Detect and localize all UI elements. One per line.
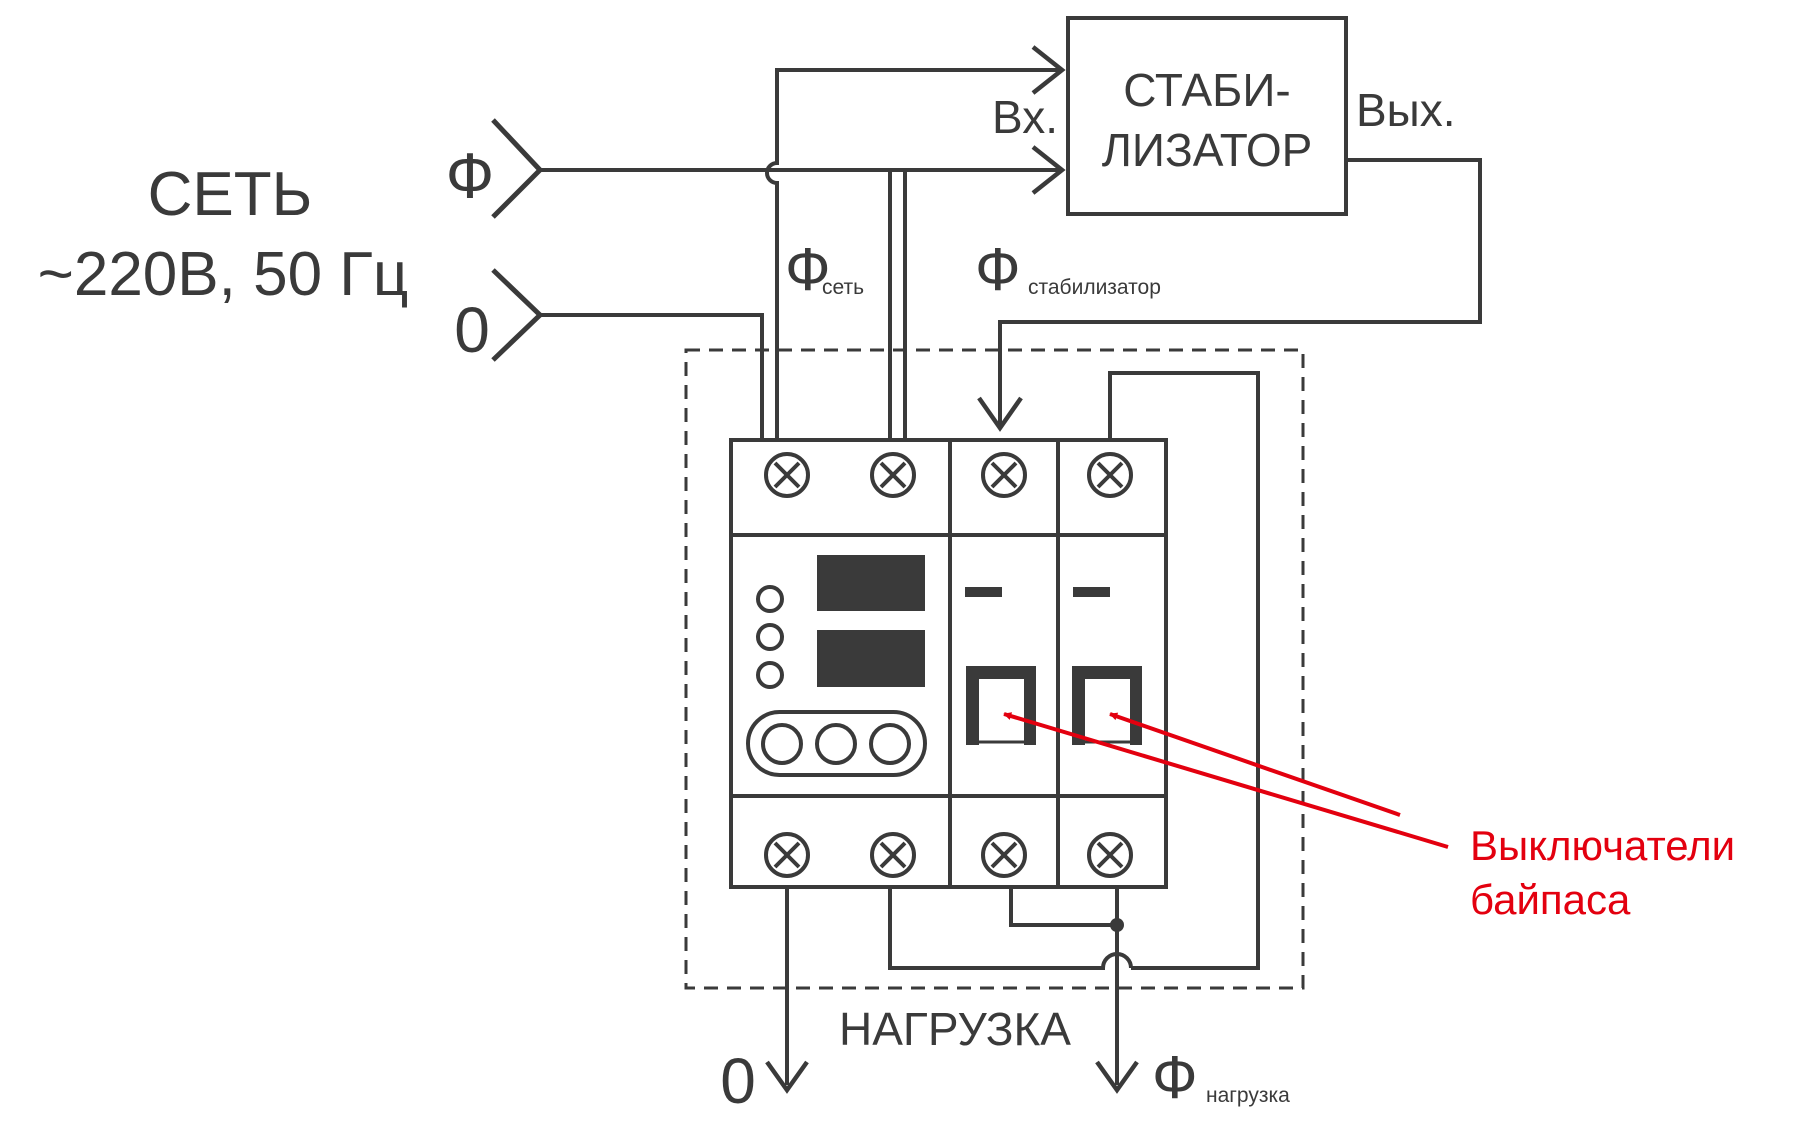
stabilizer-output-label: Вых.: [1356, 84, 1456, 136]
terminal-breaker2-top: [1087, 452, 1133, 498]
relay-led-3: [756, 661, 784, 689]
junction-node: [1110, 918, 1124, 932]
neutral-terminal-symbol: [491, 268, 544, 362]
relay-display-bottom: [817, 630, 925, 687]
terminal-relay-bottom-phase: [870, 832, 916, 878]
source-title: СЕТЬ: [148, 160, 313, 229]
stabilizer-input-label: Вх.: [992, 91, 1058, 143]
arrow-stabilizer-input-lower: [1031, 145, 1066, 195]
relay-display-top: [817, 555, 925, 611]
terminal-relay-bottom-neutral: [764, 832, 810, 878]
relay-led-2: [756, 623, 784, 651]
terminal-breaker1-top: [981, 452, 1027, 498]
relay-led-1: [756, 585, 784, 613]
arrow-stabilizer-input-upper: [1031, 45, 1066, 95]
stabilizer-title-2: ЛИЗАТОР: [1102, 124, 1313, 176]
annotation-line-2: байпаса: [1470, 876, 1631, 923]
relay-button-2[interactable]: [815, 723, 857, 765]
label-phase-main-sub: сеть: [822, 276, 864, 299]
label-phase-stab: Ф: [975, 236, 1021, 303]
breaker1-indicator: [965, 587, 1002, 597]
relay-button-1[interactable]: [761, 723, 803, 765]
breaker2-indicator: [1073, 587, 1110, 597]
source-neutral-label: 0: [454, 294, 490, 366]
enclosure-boundary: [684, 348, 1305, 990]
phase-terminal-symbol: [491, 118, 544, 219]
wire-stabilizer-output: [998, 158, 1482, 428]
terminal-breaker1-bottom: [981, 832, 1027, 878]
label-phase-main: Ф: [785, 236, 831, 303]
relay-button-3[interactable]: [869, 723, 911, 765]
load-phase-sub: нагрузка: [1206, 1084, 1290, 1107]
terminal-relay-top-phase: [870, 452, 916, 498]
terminal-breaker2-bottom: [1087, 832, 1133, 878]
bypass-breaker-2-body: [1056, 438, 1168, 889]
arrow-breaker1-input: [977, 396, 1023, 432]
load-neutral-label: 0: [720, 1045, 756, 1117]
source-phase-label: Ф: [446, 140, 495, 212]
terminal-relay-top-neutral: [764, 452, 810, 498]
arrow-load-phase: [1095, 1060, 1139, 1094]
arrow-load-neutral: [765, 1060, 809, 1094]
wire-relay-phase-out: [888, 887, 1133, 970]
annotation-pointer-1: [1003, 712, 1449, 849]
annotation-pointer-2: [1109, 712, 1401, 817]
load-phase-label: Ф: [1152, 1044, 1198, 1111]
stabilizer-title-1: СТАБИ-: [1123, 64, 1291, 116]
wire-breaker2-top: [1108, 371, 1260, 970]
label-phase-stab-sub: стабилизатор: [1028, 276, 1161, 299]
annotation-line-1: Выключатели: [1470, 822, 1735, 869]
breaker1-toggle[interactable]: [966, 666, 1036, 745]
bypass-breaker-1-body: [948, 438, 1060, 889]
wire-breaker1-out: [1009, 887, 1117, 927]
stabilizer-box: [1066, 16, 1348, 216]
wire-neutral-in: [540, 313, 764, 440]
load-title: НАГРУЗКА: [839, 1003, 1071, 1055]
source-voltage: ~220В, 50 Гц: [38, 240, 409, 309]
